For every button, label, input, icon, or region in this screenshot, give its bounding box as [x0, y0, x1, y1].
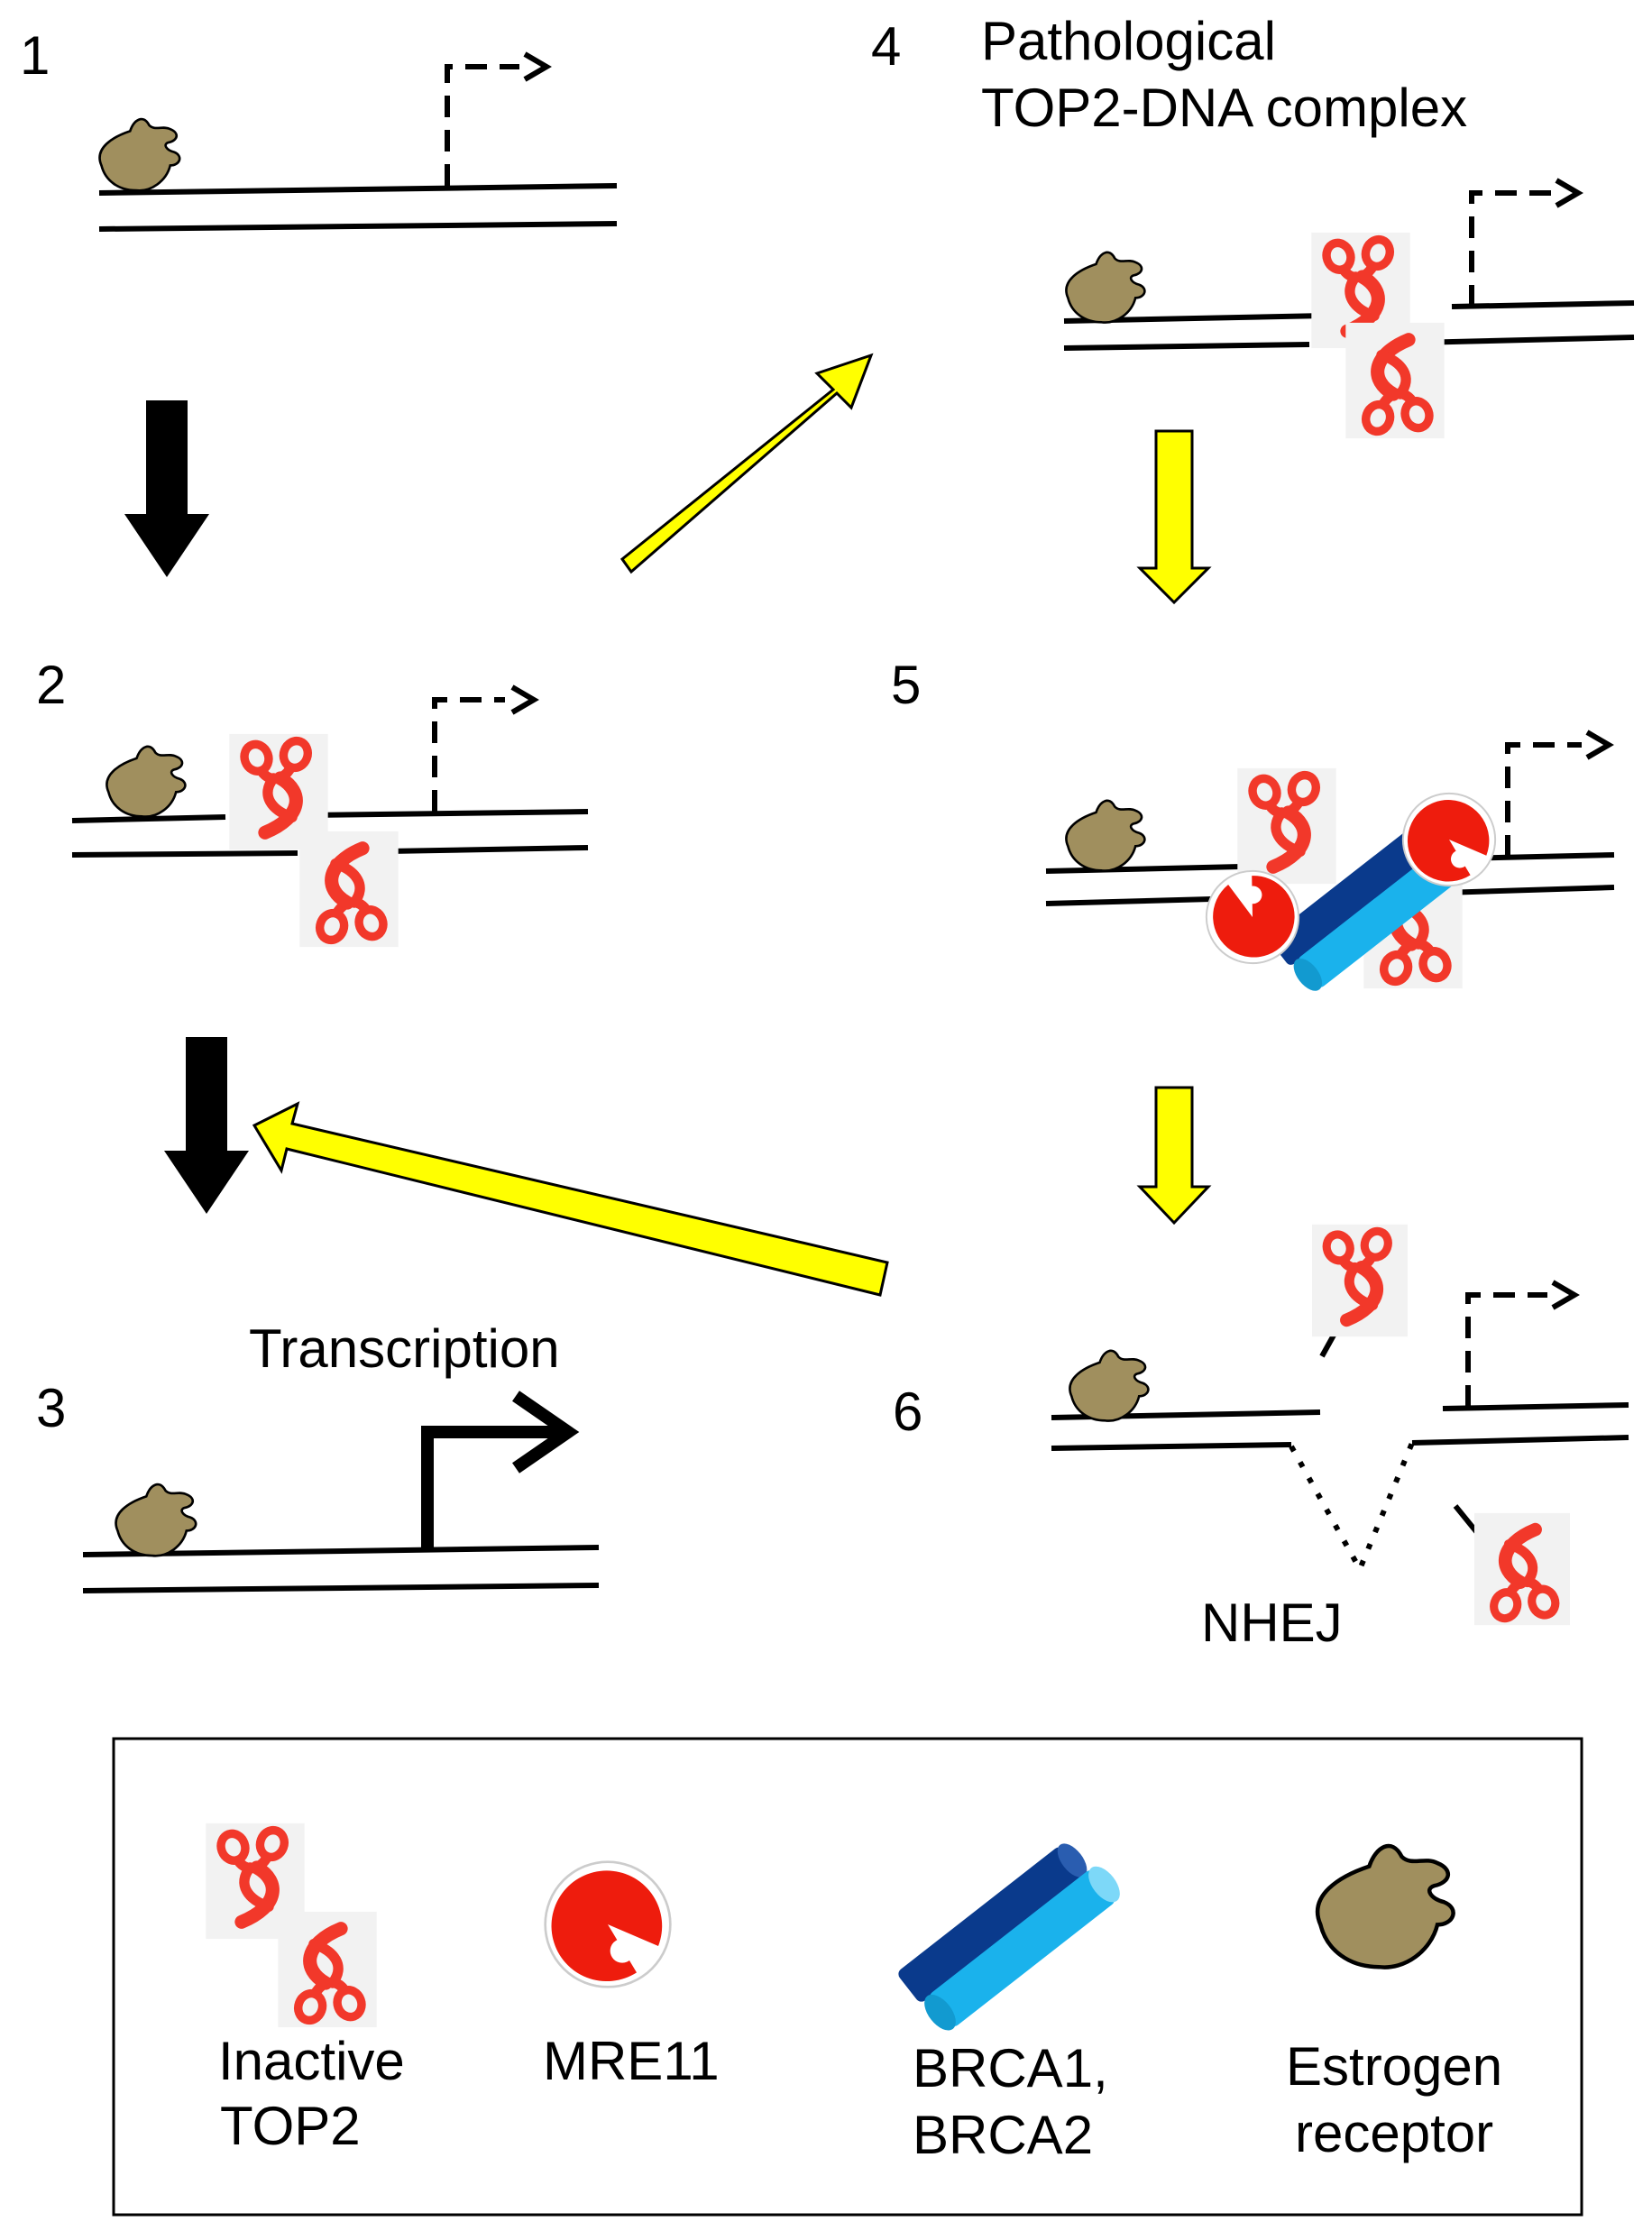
step-number-6: 6: [893, 1382, 922, 1442]
step-number-2: 2: [36, 655, 66, 715]
top2-icon: [1312, 1225, 1408, 1336]
estrogen-receptor-icon: [1069, 1349, 1150, 1422]
mre11-icon: [1401, 792, 1497, 887]
legend-label-brca-line2: BRCA2: [913, 2105, 1093, 2165]
legend: Inactive TOP2 MRE11 BRCA1, BRCA2 Estroge…: [112, 1737, 1583, 2217]
estrogen-receptor-icon: [106, 745, 187, 818]
legend-label-er-line1: Estrogen: [1286, 2036, 1502, 2097]
step-2-panel: [71, 684, 589, 947]
step-number-5: 5: [891, 655, 921, 715]
step-number-3: 3: [36, 1378, 66, 1438]
arrow-5-to-6: [1136, 1086, 1212, 1226]
arrow-2-to-3: [164, 1037, 249, 1214]
step-number-1: 1: [20, 25, 50, 86]
arrow-6-to-3: [252, 1101, 889, 1297]
legend-label-brca-line1: BRCA1,: [913, 2038, 1108, 2098]
legend-label-mre11: MRE11: [543, 2031, 720, 2091]
legend-label-top2-line1: Inactive: [218, 2031, 405, 2091]
estrogen-receptor-icon: [1065, 799, 1146, 872]
estrogen-receptor-icon: [98, 117, 181, 192]
top2-icon: [278, 1912, 376, 2027]
legend-label-er-line2: receptor: [1295, 2103, 1493, 2163]
top2-icon: [1237, 768, 1335, 884]
nhej-label: NHEJ: [1201, 1593, 1343, 1653]
estrogen-receptor-icon: [1065, 251, 1146, 324]
top2-icon: [1345, 323, 1444, 438]
step-4-panel: Pathological TOP2-DNA complex: [981, 11, 1635, 438]
legend-box: [112, 1737, 1583, 2217]
mre11-icon: [544, 1860, 672, 1988]
step-1-panel: [98, 51, 618, 232]
pathological-label-line2: TOP2-DNA complex: [981, 78, 1467, 138]
step-6-panel: NHEJ: [1051, 1225, 1629, 1653]
top2-icon: [299, 831, 398, 947]
legend-label-top2-line2: TOP2: [220, 2096, 361, 2156]
arrow-1-to-2: [124, 400, 209, 577]
step-3-panel: Transcription: [82, 1318, 600, 1593]
step-5-panel: [1045, 730, 1615, 996]
arrow-2-to-4: [620, 353, 874, 574]
estrogen-receptor-icon: [115, 1483, 197, 1557]
pathological-label-line1: Pathological: [981, 11, 1276, 71]
transcription-label: Transcription: [249, 1318, 560, 1379]
arrow-4-to-5: [1136, 429, 1212, 605]
step-number-4: 4: [871, 16, 901, 77]
top2-icon: [1474, 1513, 1570, 1625]
